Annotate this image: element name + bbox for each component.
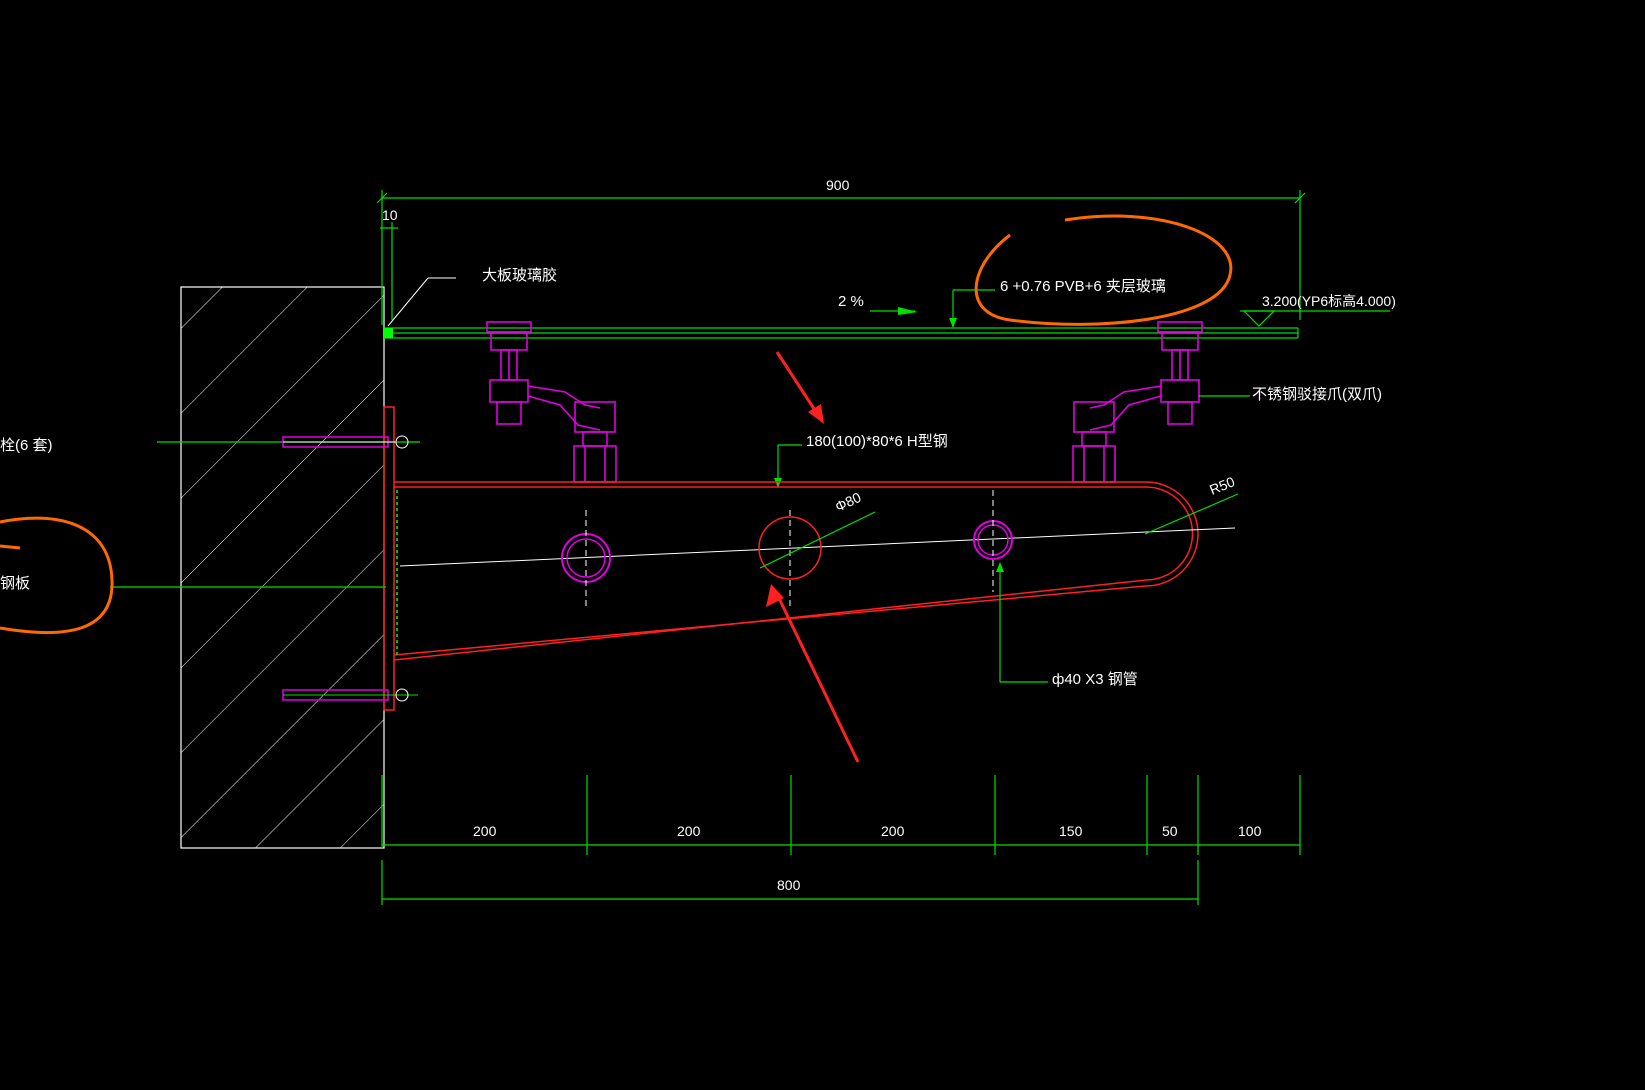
dimension-segment-1: 200 xyxy=(473,823,497,839)
radius-label: R50 xyxy=(1207,473,1237,498)
dimension-800-label: 800 xyxy=(777,877,801,893)
hole-right xyxy=(973,490,1013,592)
dimension-segment-6: 100 xyxy=(1238,823,1262,839)
markup-ellipse-glass xyxy=(974,214,1233,326)
annotation-arrow-top xyxy=(775,351,824,424)
dimension-segment-5: 50 xyxy=(1162,823,1178,839)
hole-diameter-leader: Φ80 xyxy=(759,489,876,569)
sealant-leader: 大板玻璃胶 xyxy=(387,266,557,327)
dimension-segment-2: 200 xyxy=(677,823,701,839)
hole-center xyxy=(758,510,822,610)
markup-ellipse-plate xyxy=(0,516,114,635)
spider-fitting-label: 不锈钢驳接爪(双爪) xyxy=(1252,386,1382,403)
dimension-10-label: 10 xyxy=(382,207,398,223)
anchor-bolt-label: 栓(6 套) xyxy=(0,437,53,454)
elevation-label: 3.200(YP6标高4.000) xyxy=(1262,293,1396,309)
steel-bracket xyxy=(383,406,1199,711)
embed-plate-leader: 钢板 xyxy=(0,574,386,592)
elevation-marker: 3.200(YP6标高4.000) xyxy=(1240,293,1396,327)
h-beam-leader: 180(100)*80*6 H型钢 xyxy=(774,433,948,488)
dimension-top-total: 900 xyxy=(376,177,1306,325)
sealant-label: 大板玻璃胶 xyxy=(482,266,557,284)
dimension-bottom-chain: 200 200 200 150 50 100 xyxy=(381,775,1301,855)
slope-indicator: 2 % xyxy=(838,293,918,315)
dimension-segment-4: 150 xyxy=(1059,823,1083,839)
dimension-bottom-total: 800 xyxy=(381,860,1199,905)
pipe-leader: ф40 X3 钢管 xyxy=(996,562,1138,688)
dimension-900-label: 900 xyxy=(826,177,850,193)
concrete-wall xyxy=(180,286,385,849)
laminated-glass-panel xyxy=(384,327,1299,339)
spider-fitting-left xyxy=(486,321,617,483)
h-beam-label: 180(100)*80*6 H型钢 xyxy=(806,433,948,450)
spider-fitting-right xyxy=(1072,321,1203,483)
glass-spec-leader: 6 +0.76 PVB+6 夹层玻璃 xyxy=(949,278,1166,328)
anchor-bolt-bottom xyxy=(282,688,418,702)
slope-label: 2 % xyxy=(838,293,864,310)
embed-plate-label: 钢板 xyxy=(0,574,30,592)
anchor-bolt-top xyxy=(157,435,420,449)
hole-left xyxy=(561,510,611,606)
annotation-arrow-bottom xyxy=(766,584,860,763)
pipe-label: ф40 X3 钢管 xyxy=(1052,671,1138,688)
spider-fitting-leader: 不锈钢驳接爪(双爪) xyxy=(1199,386,1382,403)
dimension-segment-3: 200 xyxy=(881,823,905,839)
hole-diameter-label: Φ80 xyxy=(833,489,864,515)
dimension-top-gap: 10 xyxy=(380,207,398,320)
sealant-block xyxy=(384,328,393,338)
glass-spec-label: 6 +0.76 PVB+6 夹层玻璃 xyxy=(1000,278,1166,295)
center-line xyxy=(399,527,1236,567)
